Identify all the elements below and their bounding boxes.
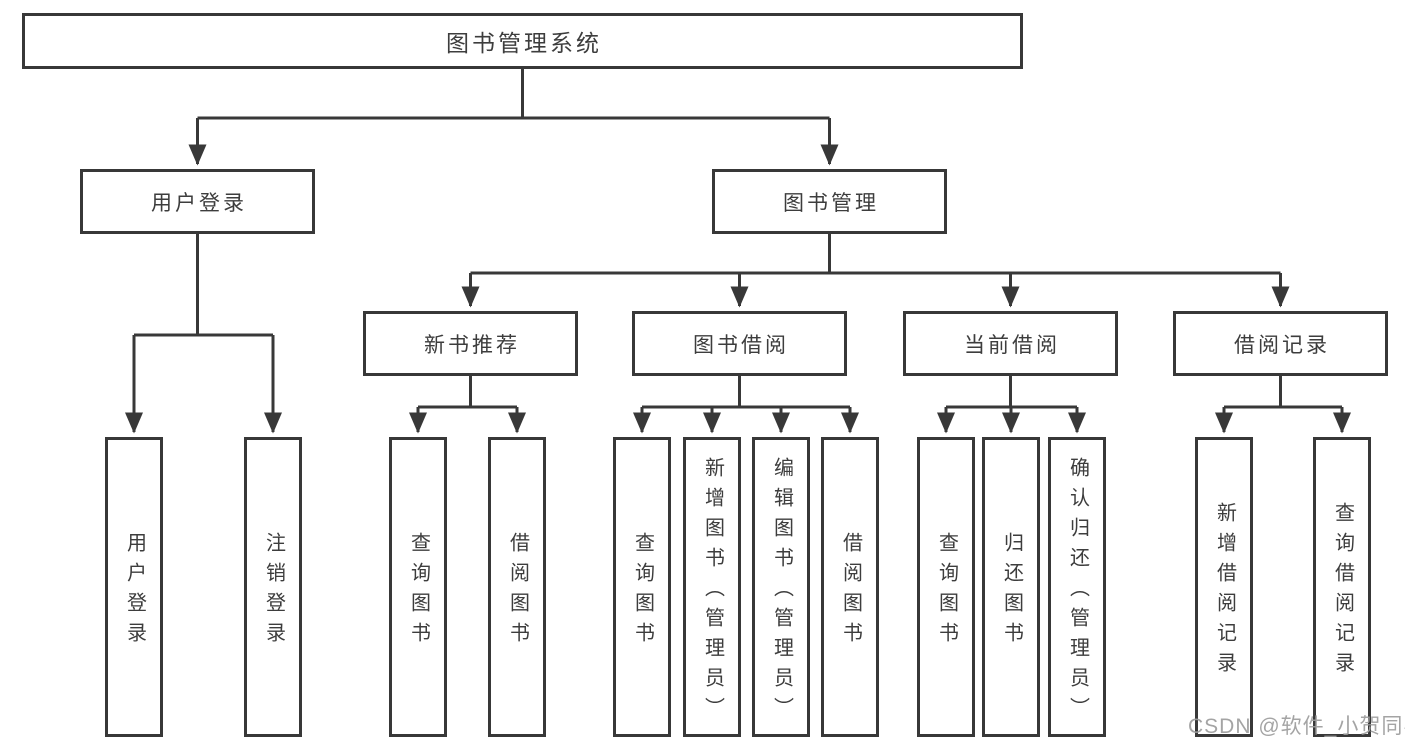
csdn-watermark: CSDN @软件_小贺同学: [1188, 715, 1405, 738]
node-query-books-current: 查询图书: [917, 437, 975, 737]
node-label: 新增图书（管理员）: [701, 457, 724, 727]
node-label: 当前借阅: [964, 333, 1060, 357]
node-confirm-return-admin: 确认归还（管理员）: [1048, 437, 1106, 737]
node-label: 查询图书: [631, 532, 654, 652]
node-edit-book-admin: 编辑图书（管理员）: [752, 437, 810, 737]
node-label: 新增借阅记录: [1213, 502, 1236, 682]
node-current-borrowing: 当前借阅: [903, 311, 1118, 376]
node-label: 查询借阅记录: [1331, 502, 1354, 682]
node-new-book-recommendation: 新书推荐: [363, 311, 578, 376]
node-label: 图书管理系统: [446, 30, 602, 56]
node-label: 查询图书: [935, 532, 958, 652]
node-query-books-borrowing: 查询图书: [613, 437, 671, 737]
node-user-login: 用户登录: [80, 169, 315, 234]
connector-book-borrow-split: [633, 376, 859, 434]
node-borrowing-records: 借阅记录: [1173, 311, 1388, 376]
node-label: 借阅记录: [1234, 333, 1330, 357]
node-label: 图书管理: [783, 191, 879, 215]
node-label: 借阅图书: [506, 532, 529, 652]
connector-new-book-split: [409, 376, 526, 434]
node-label: 图书借阅: [693, 333, 789, 357]
node-book-management: 图书管理: [712, 169, 947, 234]
node-logout-action: 注销登录: [244, 437, 302, 737]
node-return-book: 归还图书: [982, 437, 1040, 737]
node-borrow-books-borrowing: 借阅图书: [821, 437, 879, 737]
node-label: 借阅图书: [839, 532, 862, 652]
node-library-management-system: 图书管理系统: [22, 13, 1023, 69]
node-label: 确认归还（管理员）: [1066, 457, 1089, 727]
node-label: 查询图书: [407, 532, 430, 652]
connector-user-login-split: [125, 234, 282, 434]
node-label: 编辑图书（管理员）: [770, 457, 793, 727]
node-add-borrow-record: 新增借阅记录: [1195, 437, 1253, 737]
connector-book-management-split: [461, 234, 1290, 308]
node-query-borrow-record: 查询借阅记录: [1313, 437, 1371, 737]
node-user-login-action: 用户登录: [105, 437, 163, 737]
connector-current-borrow-split: [937, 376, 1086, 434]
node-label: 新书推荐: [424, 333, 520, 357]
connector-root-split: [188, 69, 839, 166]
node-label: 归还图书: [1000, 532, 1023, 652]
node-query-books-newbook: 查询图书: [389, 437, 447, 737]
node-borrow-books-newbook: 借阅图书: [488, 437, 546, 737]
node-book-borrowing: 图书借阅: [632, 311, 847, 376]
node-add-book-admin: 新增图书（管理员）: [683, 437, 741, 737]
connector-borrow-records-split: [1215, 376, 1351, 434]
node-label: 用户登录: [123, 532, 146, 652]
node-label: 注销登录: [262, 532, 285, 652]
node-label: 用户登录: [151, 191, 247, 215]
